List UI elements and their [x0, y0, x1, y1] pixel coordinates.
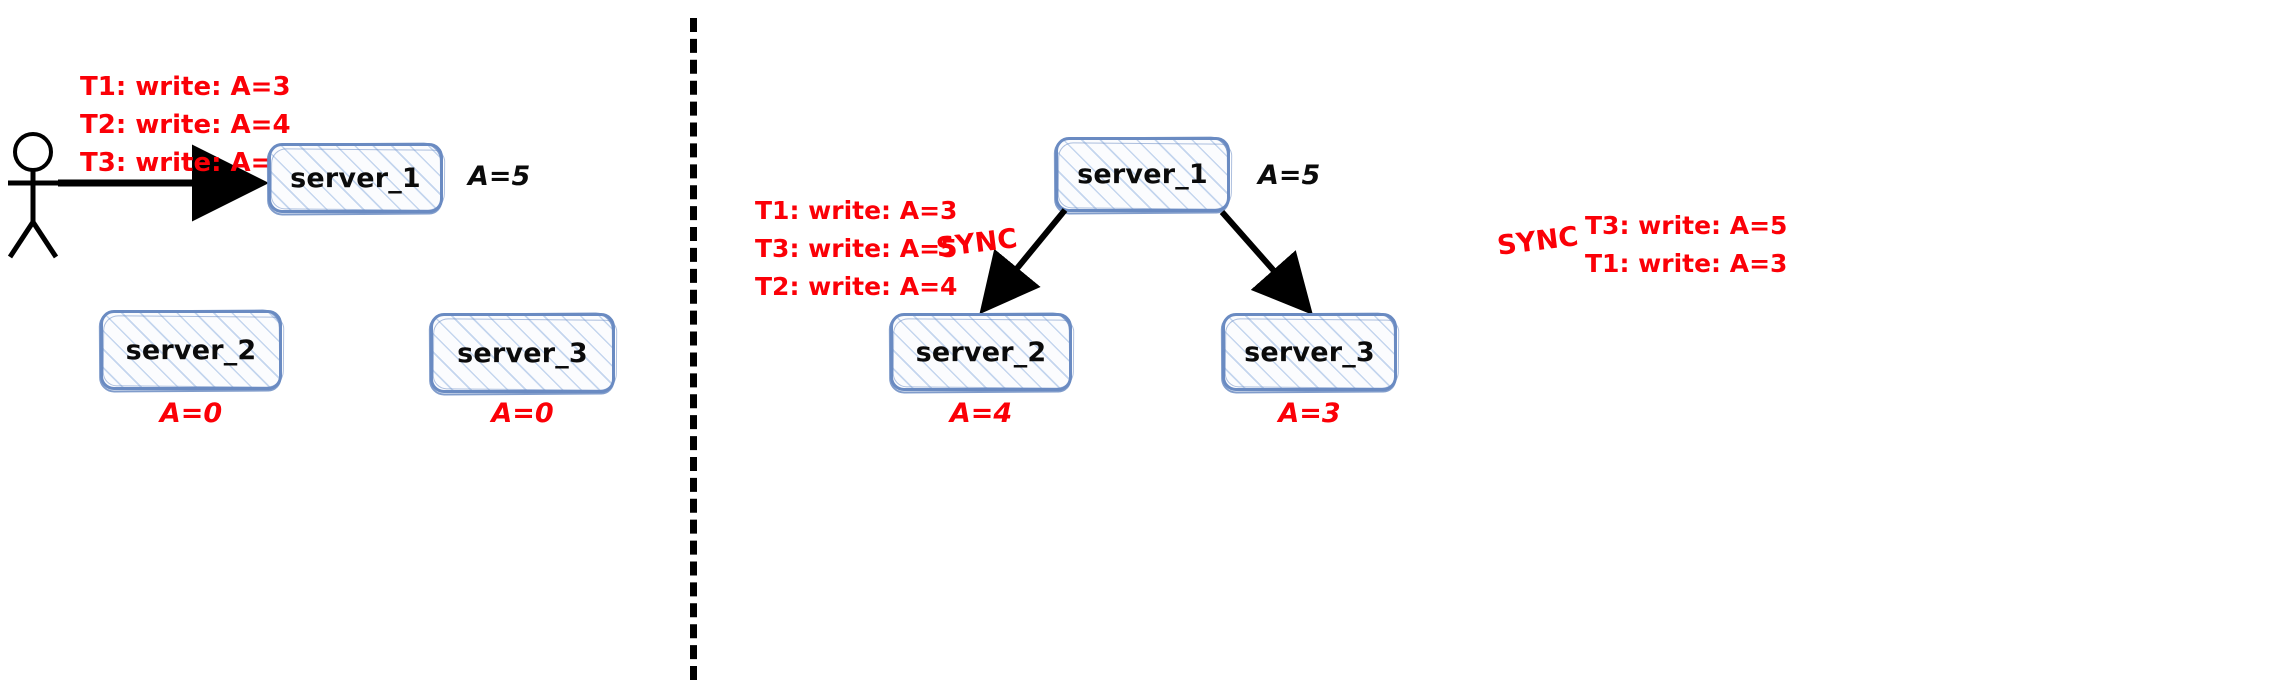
- left-node-server-3-label: server_3: [457, 337, 588, 369]
- right-panel-sync-left-writes: T1: write: A=3 T3: write: A=5 T2: write:…: [755, 192, 957, 306]
- right-panel-sync-right-writes: T3: write: A=5 T1: write: A=3: [1585, 207, 1787, 283]
- left-server-1-value: A=5: [468, 161, 531, 192]
- left-write-line-2: T2: write: A=4: [80, 110, 291, 140]
- left-server-2-value: A=0: [159, 398, 223, 429]
- left-node-server-1-label: server_1: [290, 162, 421, 194]
- left-node-server-2-label: server_2: [125, 334, 257, 366]
- sync-arrow-to-server-3: [1219, 210, 1313, 315]
- right-node-server-3[interactable]: server_3: [1222, 313, 1397, 391]
- right-server-1-value: A=5: [1258, 160, 1321, 191]
- right-node-server-3-label: server_3: [1244, 336, 1375, 368]
- left-client-writes: T1: write: A=3 T2: write: A=4 T3: write:…: [80, 68, 291, 182]
- sync-left-write-line-3: T2: write: A=4: [755, 272, 958, 301]
- left-write-line-3: T3: write: A=5: [80, 148, 291, 178]
- client-to-server1-arrow: [58, 144, 269, 222]
- sync-arrow-to-server-2: [979, 208, 1068, 315]
- left-node-server-2[interactable]: server_2: [100, 310, 282, 390]
- right-node-server-2[interactable]: server_2: [890, 313, 1072, 391]
- left-write-line-1: T1: write: A=3: [80, 72, 291, 102]
- right-node-server-1[interactable]: server_1: [1055, 137, 1230, 212]
- sync-right-write-line-2: T1: write: A=3: [1585, 249, 1788, 278]
- panel-divider-dashed: [690, 18, 697, 680]
- left-node-server-3[interactable]: server_3: [430, 313, 615, 393]
- right-server-2-value: A=4: [949, 398, 1013, 429]
- sync-right-write-line-1: T3: write: A=5: [1585, 211, 1788, 240]
- right-node-server-2-label: server_2: [915, 336, 1047, 368]
- left-server-3-value: A=0: [491, 398, 554, 429]
- right-server-3-value: A=3: [1278, 398, 1341, 429]
- sync-left-write-line-1: T1: write: A=3: [755, 196, 958, 225]
- right-node-server-1-label: server_1: [1077, 159, 1208, 190]
- sync-left-write-line-2: T3: write: A=5: [755, 234, 958, 263]
- left-node-server-1[interactable]: server_1: [268, 143, 443, 213]
